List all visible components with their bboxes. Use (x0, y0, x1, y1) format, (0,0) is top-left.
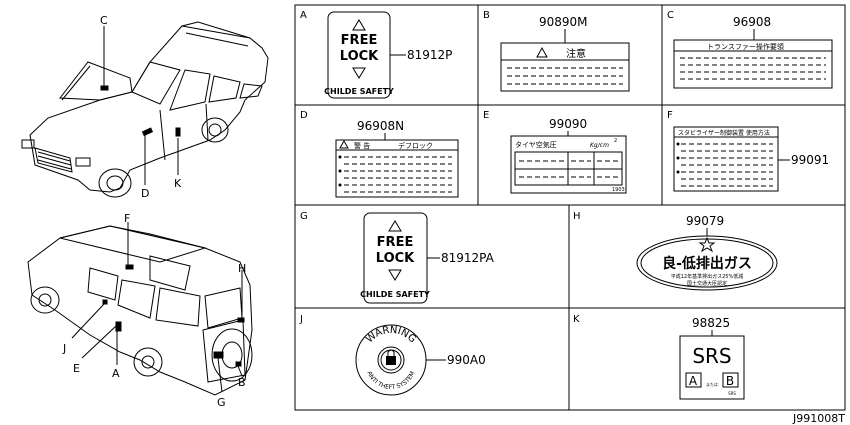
part-e: 99090 (549, 117, 587, 131)
part-k: 98825 (692, 316, 730, 330)
svg-text:Kg/cm: Kg/cm (590, 142, 609, 149)
cell-c-letter: C (667, 10, 674, 21)
svg-text:国土交通大臣認定: 国土交通大臣認定 (687, 280, 727, 287)
svg-text:1903: 1903 (612, 187, 625, 193)
cell-a-letter: A (300, 10, 307, 21)
svg-text:良-低排出ガス: 良-低排出ガス (662, 255, 752, 272)
callout-c: C (100, 14, 108, 27)
diagram-id: J991008T (792, 412, 845, 425)
vehicle-front-view (21, 21, 269, 198)
cell-e-letter: E (483, 110, 489, 121)
free-lock-label-a: FREE LOCK CHILDE SAFETY (324, 11, 394, 99)
svg-text:または: または (706, 381, 718, 387)
svg-text:SRS: SRS (728, 391, 736, 396)
part-j: 990A0 (447, 353, 486, 367)
cell-k-letter: K (573, 314, 580, 325)
part-d: 96908N (357, 119, 404, 133)
low-emission-label-h: 良-低排出ガス 平成12年基準排出ガス25%低減 国土交通大臣認定 (636, 235, 778, 291)
svg-text:A: A (689, 374, 698, 388)
cell-f-letter: F (667, 110, 673, 121)
part-h: 99079 (686, 214, 724, 228)
callout-a: A (112, 367, 120, 380)
label-grid (294, 4, 846, 411)
svg-text:デフロック: デフロック (398, 141, 433, 150)
stabilizer-label-f: スタビライザー制御装置 使用方法 (673, 126, 779, 192)
part-f: 99091 (791, 153, 829, 167)
svg-text:トランスファー操作要領: トランスファー操作要領 (707, 42, 784, 51)
svg-text:CHILDE SAFETY: CHILDE SAFETY (360, 290, 430, 299)
svg-text:注意: 注意 (566, 47, 586, 60)
transfer-label-c: トランスファー操作要領 (673, 39, 833, 89)
part-b: 90890M (539, 15, 588, 29)
svg-text:WARNING: WARNING (364, 325, 418, 346)
cell-d-letter: D (300, 110, 308, 121)
callout-b: B (238, 376, 246, 389)
callout-e: E (73, 362, 80, 375)
part-c: 96908 (733, 15, 771, 29)
svg-text:スタビライザー制御装置 使用方法: スタビライザー制御装置 使用方法 (678, 129, 770, 137)
part-a: 81912P (407, 48, 452, 62)
svg-text:LOCK: LOCK (376, 251, 415, 266)
diff-lock-label-d: 警 告 デフロック (335, 139, 459, 198)
callout-k: K (174, 177, 182, 190)
part-g: 81912PA (441, 251, 495, 265)
caution-label-b: 注意 (500, 42, 630, 92)
cell-h-letter: H (573, 211, 581, 222)
callout-d: D (141, 187, 149, 200)
svg-text:FREE: FREE (341, 33, 378, 48)
svg-text:FREE: FREE (377, 235, 414, 250)
svg-text:警 告: 警 告 (354, 141, 370, 150)
svg-text:タイヤ空気圧: タイヤ空気圧 (515, 140, 557, 149)
svg-text:B: B (726, 374, 734, 388)
cell-j-letter: J (299, 314, 303, 325)
srs-label-k: SRS A または B SRS (679, 335, 745, 400)
svg-text:平成12年基準排出ガス25%低減: 平成12年基準排出ガス25%低減 (671, 273, 743, 280)
cell-g-letter: G (300, 211, 308, 222)
tire-pressure-label-e: タイヤ空気圧 Kg/cm 2 1903 (510, 135, 627, 194)
svg-text:SRS: SRS (692, 344, 731, 368)
callout-j: J (62, 342, 66, 355)
callout-h: H (238, 262, 246, 275)
cell-b-letter: B (483, 10, 490, 21)
svg-text:2: 2 (614, 138, 617, 144)
callout-g: G (217, 396, 226, 409)
anti-theft-sticker-j: WARNING ANTI THEFT SYSTEM (355, 324, 427, 396)
free-lock-label-g: FREE LOCK CHILDE SAFETY (360, 212, 430, 304)
callout-f: F (124, 212, 130, 225)
vehicle-rear-view (27, 222, 253, 396)
svg-text:CHILDE SAFETY: CHILDE SAFETY (324, 87, 394, 96)
svg-text:LOCK: LOCK (340, 49, 379, 64)
